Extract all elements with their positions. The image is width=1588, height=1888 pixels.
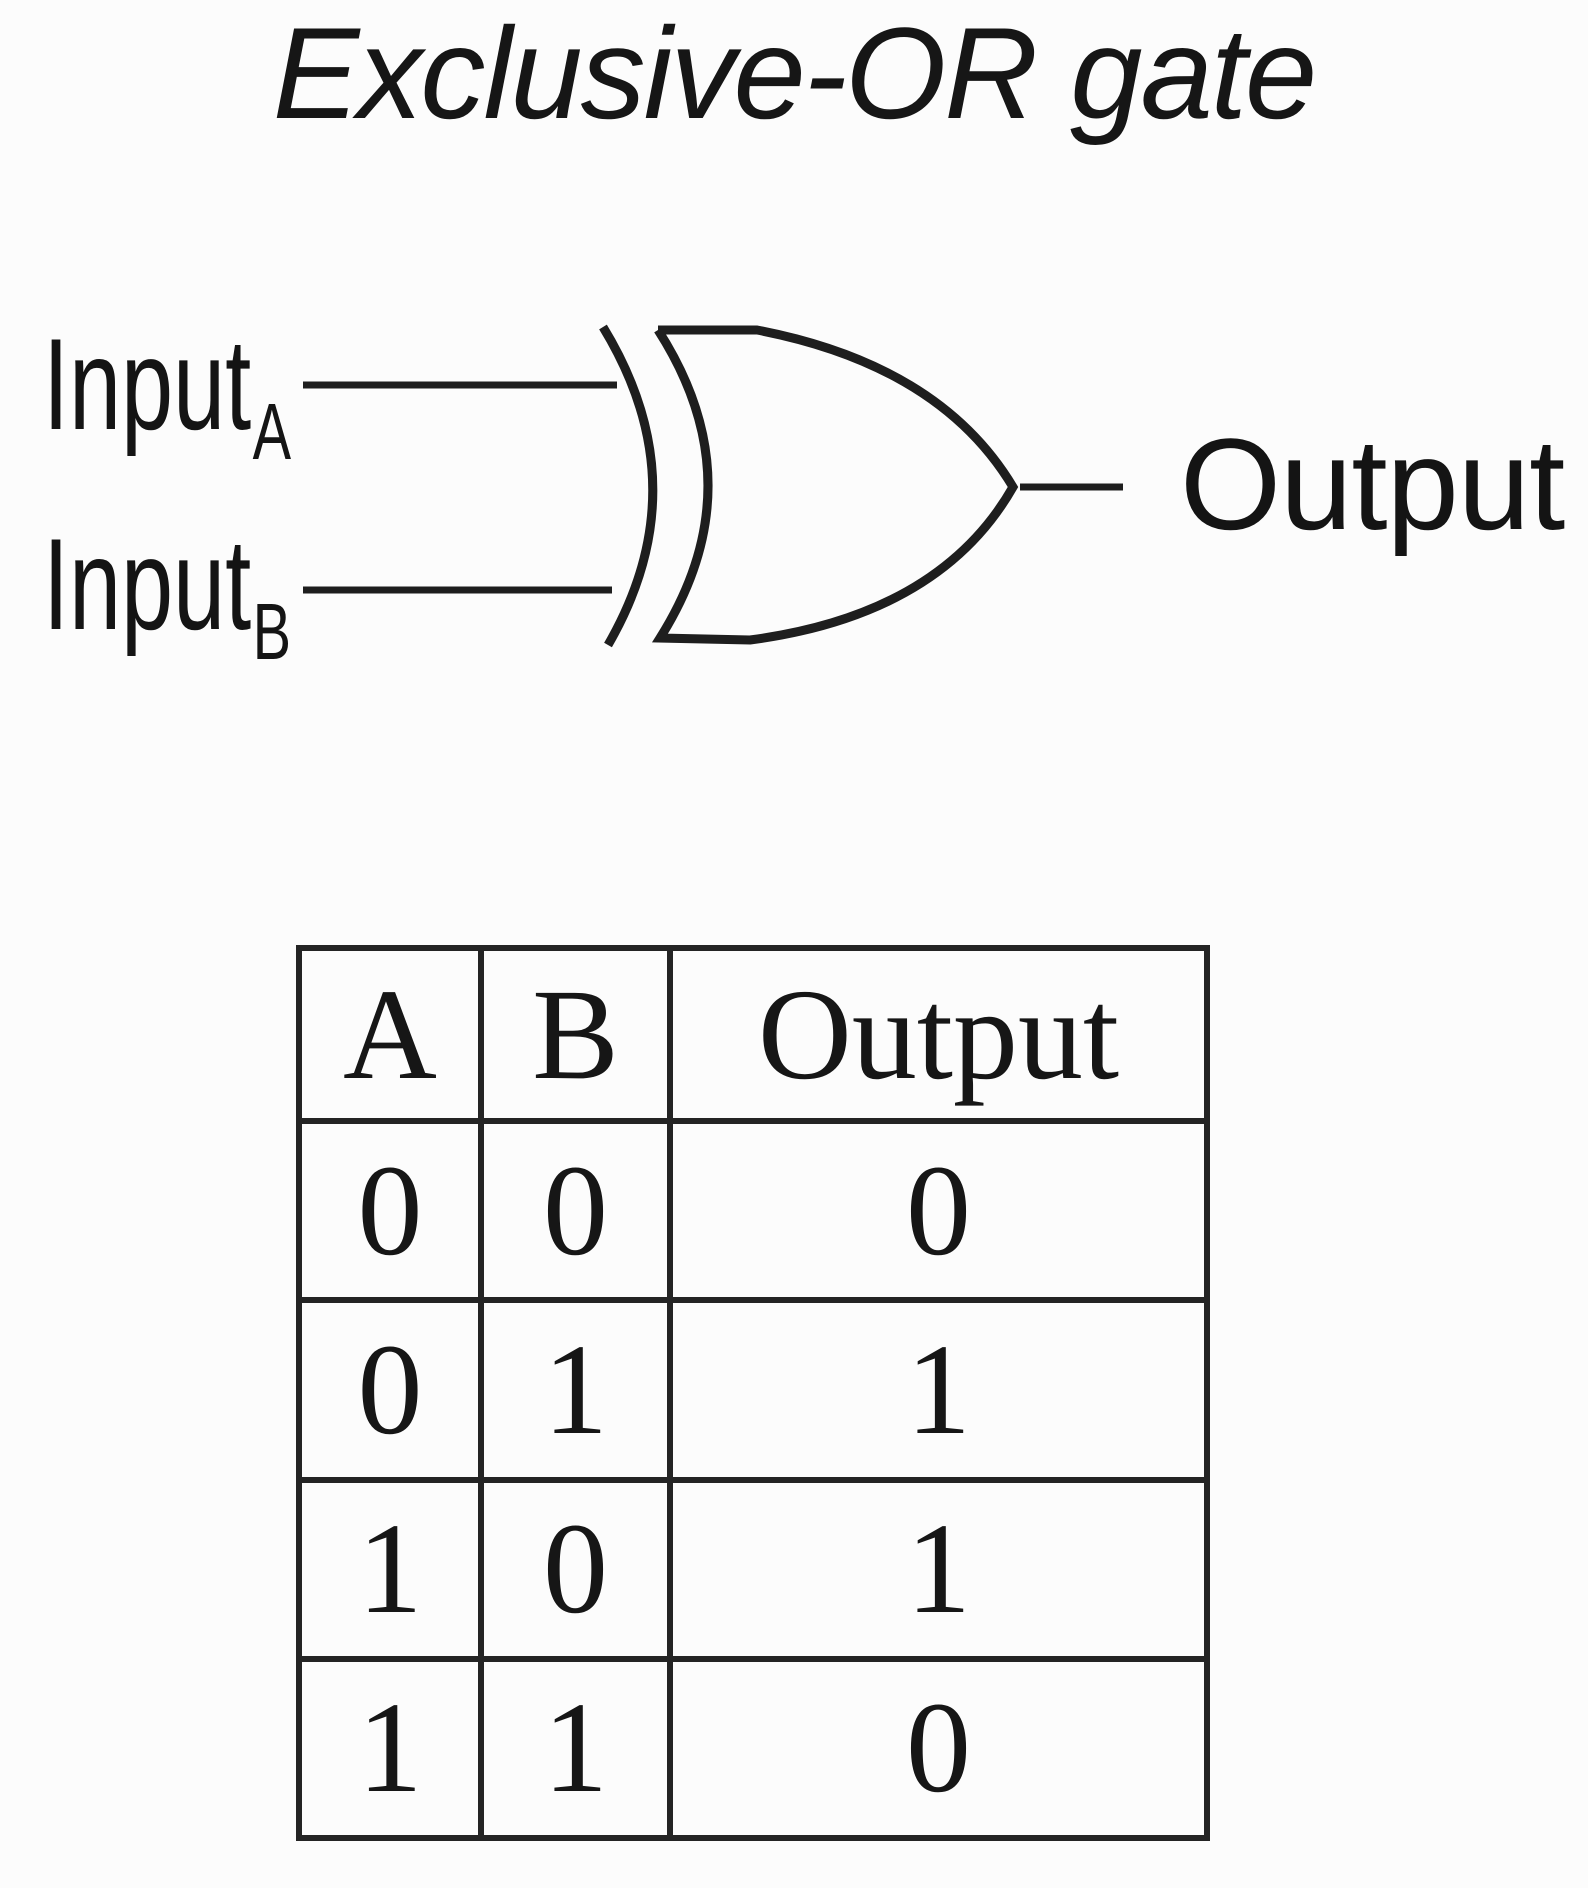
xor-input-arc — [599, 324, 658, 648]
cell-a: 0 — [296, 1297, 484, 1483]
cell-a: 1 — [296, 1655, 484, 1842]
input-b-label: InputB — [43, 519, 388, 672]
cell-b: 0 — [478, 1476, 673, 1662]
cell-output: 1 — [667, 1476, 1210, 1662]
cell-output: 1 — [667, 1297, 1210, 1483]
cell-b: 1 — [478, 1655, 673, 1842]
input-a-subscript: A — [252, 387, 292, 476]
input-b-text: Input — [43, 511, 252, 657]
header-cell-b: B — [478, 944, 673, 1125]
cell-b: 1 — [478, 1297, 673, 1483]
header-cell-output: Output — [667, 944, 1210, 1125]
cell-output: 0 — [667, 1118, 1210, 1304]
cell-a: 0 — [296, 1118, 484, 1304]
input-b-subscript: B — [252, 587, 292, 676]
truth-table-header-row: A B Output — [296, 944, 1210, 1125]
diagram-title: Exclusive-OR gate — [272, 0, 1318, 146]
table-row: 1 1 0 — [296, 1655, 1210, 1842]
input-a-text: Input — [43, 311, 252, 457]
cell-b: 0 — [478, 1118, 673, 1304]
truth-table: A B Output 0 0 0 0 1 1 1 0 1 1 1 0 — [296, 944, 1210, 1842]
table-row: 1 0 1 — [296, 1476, 1210, 1662]
header-cell-a: A — [296, 944, 484, 1125]
table-row: 0 0 0 — [296, 1118, 1210, 1304]
output-label: Output — [1180, 411, 1565, 557]
table-row: 0 1 1 — [296, 1297, 1210, 1483]
cell-a: 1 — [296, 1476, 484, 1662]
cell-output: 0 — [667, 1655, 1210, 1842]
input-a-label: InputA — [43, 319, 388, 472]
or-gate-body — [651, 325, 1019, 645]
